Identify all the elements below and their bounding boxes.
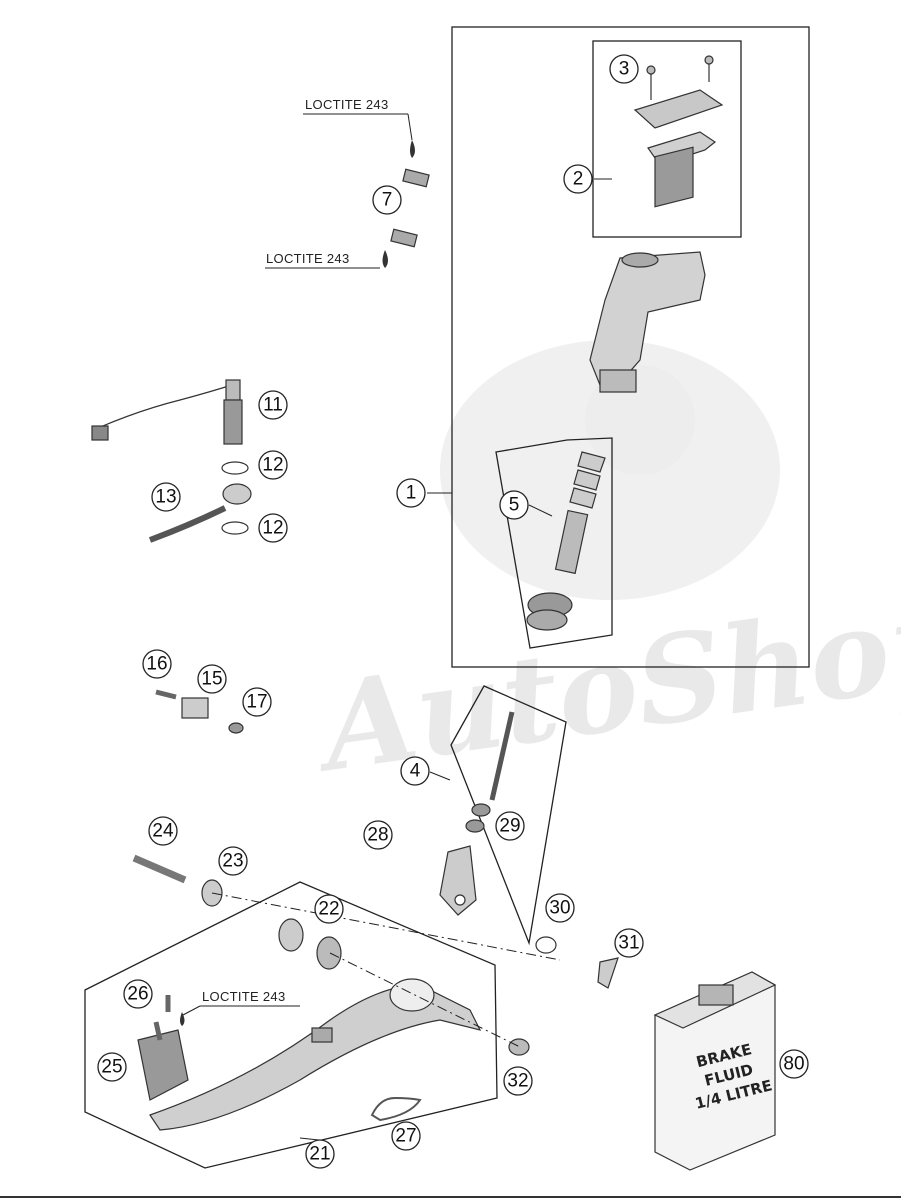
svg-text:31: 31 bbox=[618, 933, 639, 954]
callout-25: 25 bbox=[97, 1052, 127, 1082]
svg-text:15: 15 bbox=[201, 669, 222, 690]
svg-text:80: 80 bbox=[783, 1054, 804, 1075]
callout-26: 26 bbox=[123, 979, 153, 1009]
callout-15: 15 bbox=[197, 664, 227, 694]
loctite-note-pedal: LOCTITE 243 bbox=[202, 989, 286, 1004]
brake-hose bbox=[148, 483, 252, 543]
brake-pedal bbox=[132, 854, 619, 1131]
callout-7: 7 bbox=[372, 185, 402, 215]
svg-text:30: 30 bbox=[549, 898, 570, 919]
svg-text:22: 22 bbox=[318, 899, 339, 920]
callout-3: 3 bbox=[609, 54, 639, 84]
brake-light-switch bbox=[91, 379, 249, 535]
reservoir-group-box bbox=[592, 40, 742, 238]
watermark: AutoShop bbox=[305, 340, 901, 800]
svg-text:32: 32 bbox=[507, 1071, 528, 1092]
callout-1: 1 bbox=[396, 478, 426, 508]
callout-12-lower: 12 bbox=[258, 513, 288, 543]
svg-text:12: 12 bbox=[262, 455, 283, 476]
callout-21: 21 bbox=[305, 1139, 335, 1169]
callout-32: 32 bbox=[503, 1066, 533, 1096]
svg-text:11: 11 bbox=[263, 395, 283, 416]
mounting-screws bbox=[382, 140, 430, 268]
svg-text:7: 7 bbox=[382, 190, 393, 211]
svg-text:28: 28 bbox=[367, 825, 388, 846]
loctite-note-middle: LOCTITE 243 bbox=[266, 251, 350, 266]
callout-2: 2 bbox=[563, 164, 593, 194]
svg-text:26: 26 bbox=[127, 984, 148, 1005]
callout-29: 29 bbox=[495, 811, 525, 841]
svg-text:12: 12 bbox=[262, 518, 283, 539]
svg-text:16: 16 bbox=[146, 654, 167, 675]
svg-text:2: 2 bbox=[573, 169, 584, 190]
svg-text:17: 17 bbox=[246, 692, 267, 713]
callout-11: 11 bbox=[258, 390, 288, 420]
callout-28: 28 bbox=[363, 820, 393, 850]
callout-30: 30 bbox=[545, 893, 575, 923]
svg-text:4: 4 bbox=[410, 761, 421, 782]
piston-kit bbox=[526, 451, 606, 631]
callout-4: 4 bbox=[400, 756, 430, 786]
reservoir-cap bbox=[633, 55, 724, 208]
callout-5: 5 bbox=[499, 490, 529, 520]
callout-27: 27 bbox=[391, 1121, 421, 1151]
callout-13: 13 bbox=[151, 482, 181, 512]
piston-kit-group-box bbox=[495, 437, 613, 649]
svg-text:29: 29 bbox=[499, 816, 520, 837]
svg-text:23: 23 bbox=[222, 851, 243, 872]
leader-lines bbox=[182, 113, 612, 1141]
callout-24: 24 bbox=[148, 816, 178, 846]
pushrod-group-box bbox=[450, 685, 567, 946]
callout-22: 22 bbox=[314, 894, 344, 924]
callout-80: 80 bbox=[779, 1049, 809, 1079]
brake-fluid-bottle bbox=[653, 971, 777, 1171]
svg-text:27: 27 bbox=[395, 1126, 416, 1147]
svg-text:25: 25 bbox=[101, 1057, 122, 1078]
callout-12-upper: 12 bbox=[258, 450, 288, 480]
callout-17: 17 bbox=[242, 687, 272, 717]
svg-text:1: 1 bbox=[406, 483, 417, 504]
svg-text:3: 3 bbox=[619, 59, 630, 80]
callout-16: 16 bbox=[142, 649, 172, 679]
brake-pedal-group-box bbox=[84, 881, 498, 1169]
svg-text:5: 5 bbox=[509, 495, 520, 516]
master-cylinder-body bbox=[589, 251, 706, 393]
svg-text:24: 24 bbox=[152, 821, 174, 842]
loctite-note-upper: LOCTITE 243 bbox=[305, 97, 389, 112]
svg-text:21: 21 bbox=[309, 1144, 330, 1165]
svg-text:13: 13 bbox=[155, 487, 176, 508]
watermark-text: AutoShop bbox=[305, 568, 901, 800]
master-cylinder-group-box bbox=[451, 26, 810, 668]
pushrod-assembly bbox=[439, 711, 515, 916]
callout-31: 31 bbox=[614, 928, 644, 958]
pivot-parts bbox=[155, 689, 244, 734]
callout-23: 23 bbox=[218, 846, 248, 876]
